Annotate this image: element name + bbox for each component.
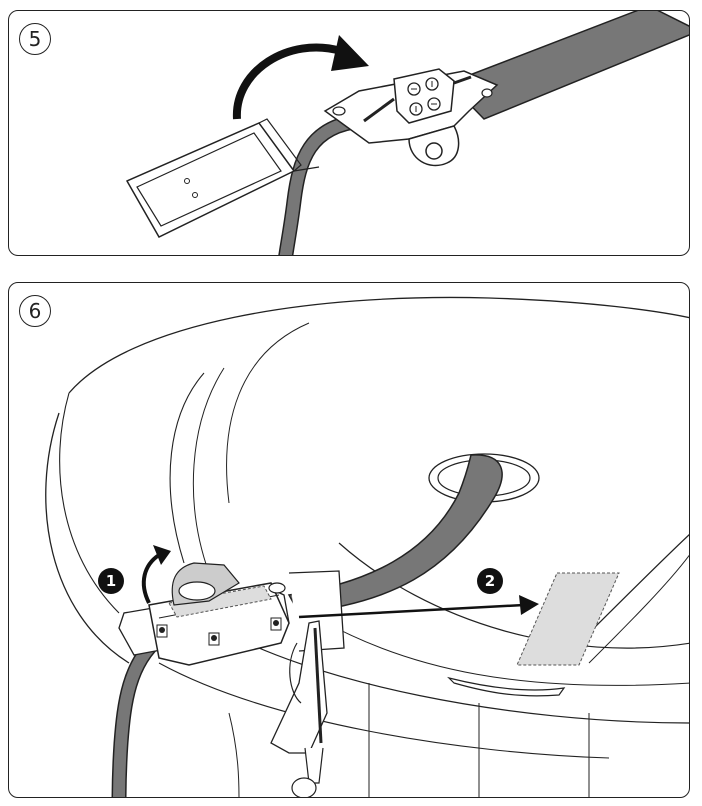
callout-2: 2 <box>477 568 503 594</box>
adhesive-target <box>516 572 620 666</box>
step-6-illustration <box>45 296 689 797</box>
step-5-badge: 5 <box>19 23 51 55</box>
flip-arrow <box>232 43 343 120</box>
step-6-panel: 6 <box>8 282 690 798</box>
step-6-badge: 6 <box>19 295 51 327</box>
callout-1: 1 <box>98 568 124 594</box>
step-5-panel: 5 <box>8 10 690 256</box>
flat-cable <box>447 11 689 120</box>
step-5-illustration <box>125 11 689 255</box>
apply-arrow <box>298 603 525 619</box>
peel-arrow <box>141 553 161 604</box>
terminal-screws <box>393 68 455 124</box>
